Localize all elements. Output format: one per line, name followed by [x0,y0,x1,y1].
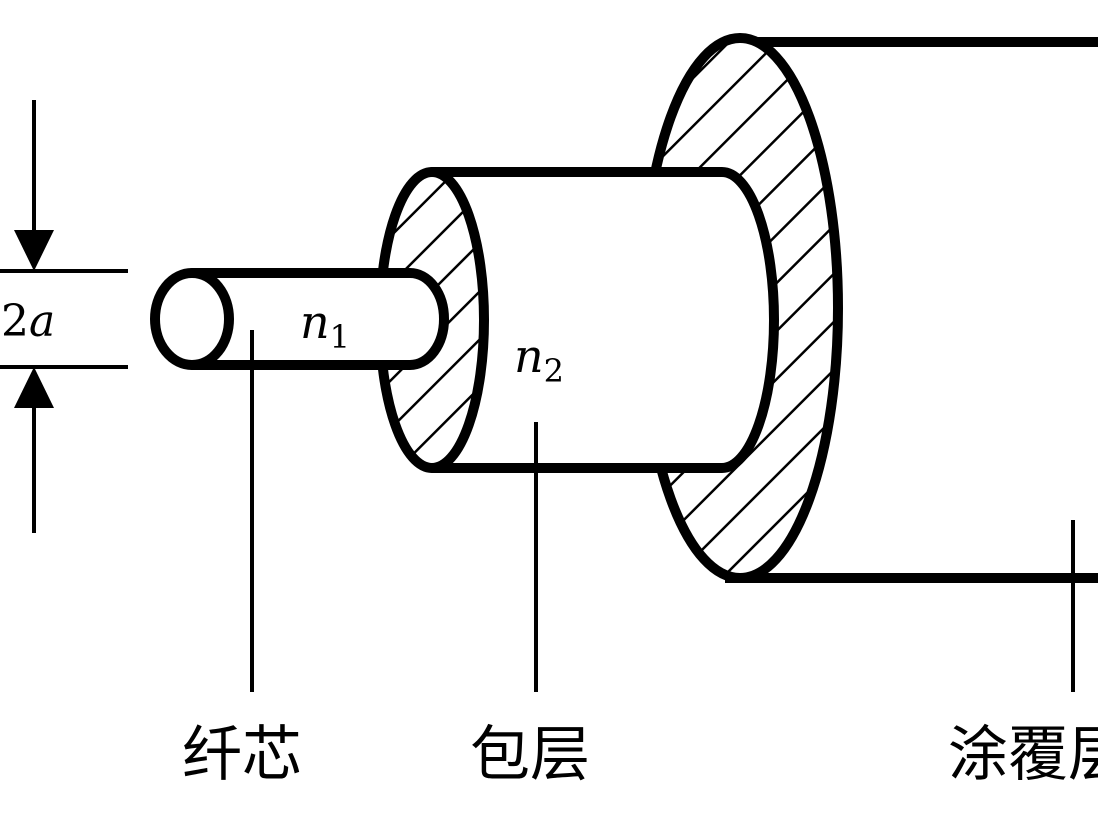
cladding-index-subscript: 2 [544,352,564,390]
core-label: 纤芯 [182,720,302,790]
diameter-label: 2a [1,296,55,347]
core-body [187,268,449,370]
core [150,268,449,370]
diameter-label-symbol: a [29,296,55,347]
cladding-label: 包层 [470,720,590,790]
coating-label: 涂覆层 [948,720,1098,790]
cladding-index-label: n2 [514,329,564,390]
down-arrow-icon [14,230,54,271]
diameter-dimension: 2a [0,100,128,533]
cladding-index-base: n [514,329,544,383]
cladding-body [427,167,779,473]
core-end-face [150,268,234,370]
core-index-base: n [300,295,330,349]
up-arrow-icon [14,367,54,408]
core-index-label: n1 [300,295,350,356]
core-index-subscript: 1 [330,318,350,356]
diameter-label-number: 2 [1,296,29,347]
